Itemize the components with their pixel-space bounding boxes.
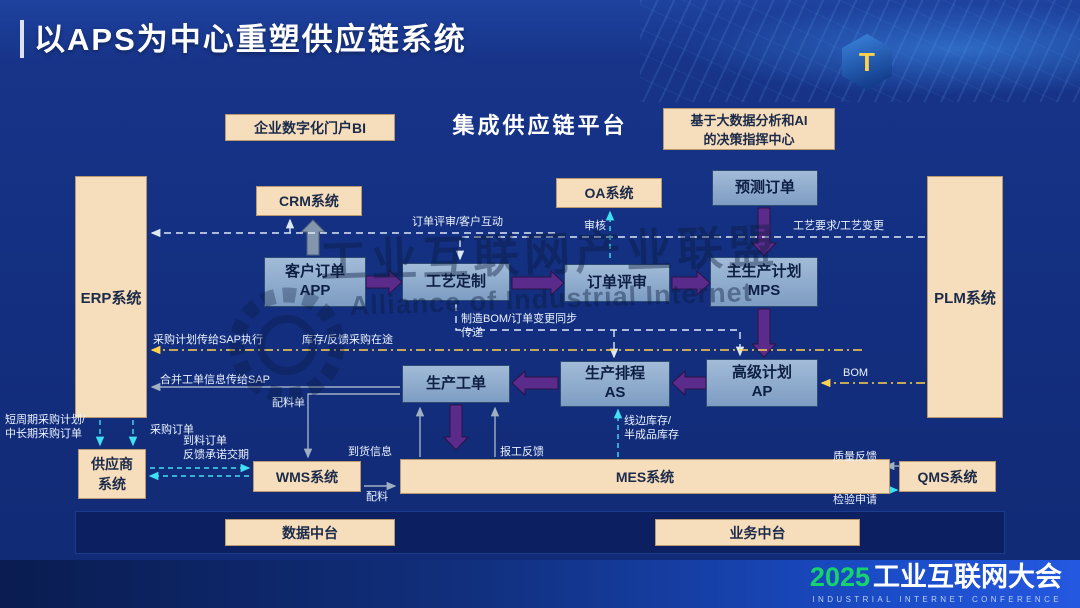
- craft-customization-box: 工艺定制: [402, 263, 510, 301]
- data-platform-box: 数据中台: [225, 519, 395, 546]
- conference-emblem: T: [842, 34, 892, 90]
- label-bom-sync: 制造BOM/订单变更同步 传递: [461, 313, 578, 340]
- mes-system-box: MES系统: [400, 459, 890, 494]
- label-merge-order: 合并工单信息传给SAP: [160, 374, 271, 386]
- label-material-list: 配料单: [272, 397, 305, 409]
- supplier-system-box: 供应商 系统: [78, 449, 146, 499]
- conference-subtitle: INDUSTRIAL INTERNET CONFERENCE: [812, 595, 1062, 604]
- oa-system-label: OA系统: [584, 185, 634, 201]
- erp-system-label: ERP系统: [80, 289, 142, 307]
- production-order-label: 生产工单: [425, 374, 486, 392]
- mps-box: 主生产计划 MPS: [710, 257, 818, 307]
- label-order-interaction: 订单评审/客户互动: [412, 216, 504, 228]
- order-review-label: 订单评审: [586, 273, 647, 291]
- oa-system-box: OA系统: [556, 178, 662, 208]
- plm-system-box: PLM系统: [927, 176, 1003, 418]
- label-purchase-order: 采购订单: [150, 424, 194, 436]
- supplier-system-label: 供应商 系统: [91, 456, 133, 492]
- label-purchase-plan: 采购计划传给SAP执行: [153, 334, 264, 346]
- advanced-planning-ap-box: 高级计划 AP: [706, 359, 818, 407]
- platform-title: 集成供应链平台: [452, 113, 628, 138]
- label-bom: BOM: [843, 367, 869, 379]
- production-order-box: 生产工单: [402, 365, 510, 403]
- plm-system-label: PLM系统: [934, 289, 996, 307]
- advanced-planning-ap-label: 高级计划 AP: [731, 364, 792, 400]
- forecast-order-label: 预测订单: [734, 178, 795, 196]
- label-inspection-request: 检验申请: [833, 494, 877, 506]
- label-audit: 审核: [584, 220, 606, 232]
- ai-decision-center-box: 基于大数据分析和AI 的决策指挥中心: [663, 108, 835, 150]
- label-material: 配料: [366, 491, 388, 503]
- scheduling-as-box: 生产排程 AS: [560, 361, 670, 407]
- label-work-report: 报工反馈: [500, 446, 544, 458]
- label-short-long-plan: 短周期采购计划/ 中长期采购订单: [5, 414, 86, 441]
- customer-order-app-box: 客户订单 APP: [264, 257, 366, 307]
- emblem-glyph: T: [859, 46, 875, 77]
- customer-order-app-label: 客户订单 APP: [284, 263, 345, 299]
- label-inventory-transit: 库存/反馈采购在途: [302, 334, 394, 346]
- portal-bi-label: 企业数字化门户BI: [254, 119, 366, 136]
- craft-customization-label: 工艺定制: [425, 272, 486, 290]
- order-review-box: 订单评审: [564, 264, 670, 302]
- qms-system-label: QMS系统: [917, 468, 978, 485]
- wms-system-label: WMS系统: [275, 468, 339, 485]
- middle-platform-bar: [75, 511, 1005, 554]
- crm-system-label: CRM系统: [279, 193, 339, 209]
- business-platform-label: 业务中台: [729, 524, 786, 541]
- erp-system-box: ERP系统: [75, 176, 147, 418]
- conference-title: 工业互联网大会: [873, 562, 1062, 592]
- mes-system-label: MES系统: [615, 468, 675, 485]
- label-line-stock: 线边库存/ 半成品库存: [624, 415, 679, 442]
- business-platform-box: 业务中台: [655, 519, 860, 546]
- label-craft-change: 工艺要求/工艺变更: [793, 220, 885, 232]
- conference-year: 2025: [809, 562, 870, 592]
- label-arrival-info: 到货信息: [348, 446, 392, 458]
- title-accent-bar: [20, 20, 24, 58]
- forecast-order-box: 预测订单: [712, 170, 818, 206]
- crm-system-box: CRM系统: [256, 186, 362, 216]
- qms-system-box: QMS系统: [899, 461, 996, 492]
- portal-bi-box: 企业数字化门户BI: [225, 114, 395, 141]
- scheduling-as-label: 生产排程 AS: [584, 365, 645, 401]
- mps-label: 主生产计划 MPS: [726, 263, 802, 299]
- data-platform-label: 数据中台: [282, 524, 338, 541]
- wms-system-box: WMS系统: [253, 461, 361, 492]
- page-title: 以APS为中心重塑供应链系统: [34, 22, 467, 57]
- ai-decision-center-label: 基于大数据分析和AI 的决策指挥中心: [690, 113, 808, 147]
- label-arrival-commit: 到料订单 反馈承诺交期: [183, 435, 249, 462]
